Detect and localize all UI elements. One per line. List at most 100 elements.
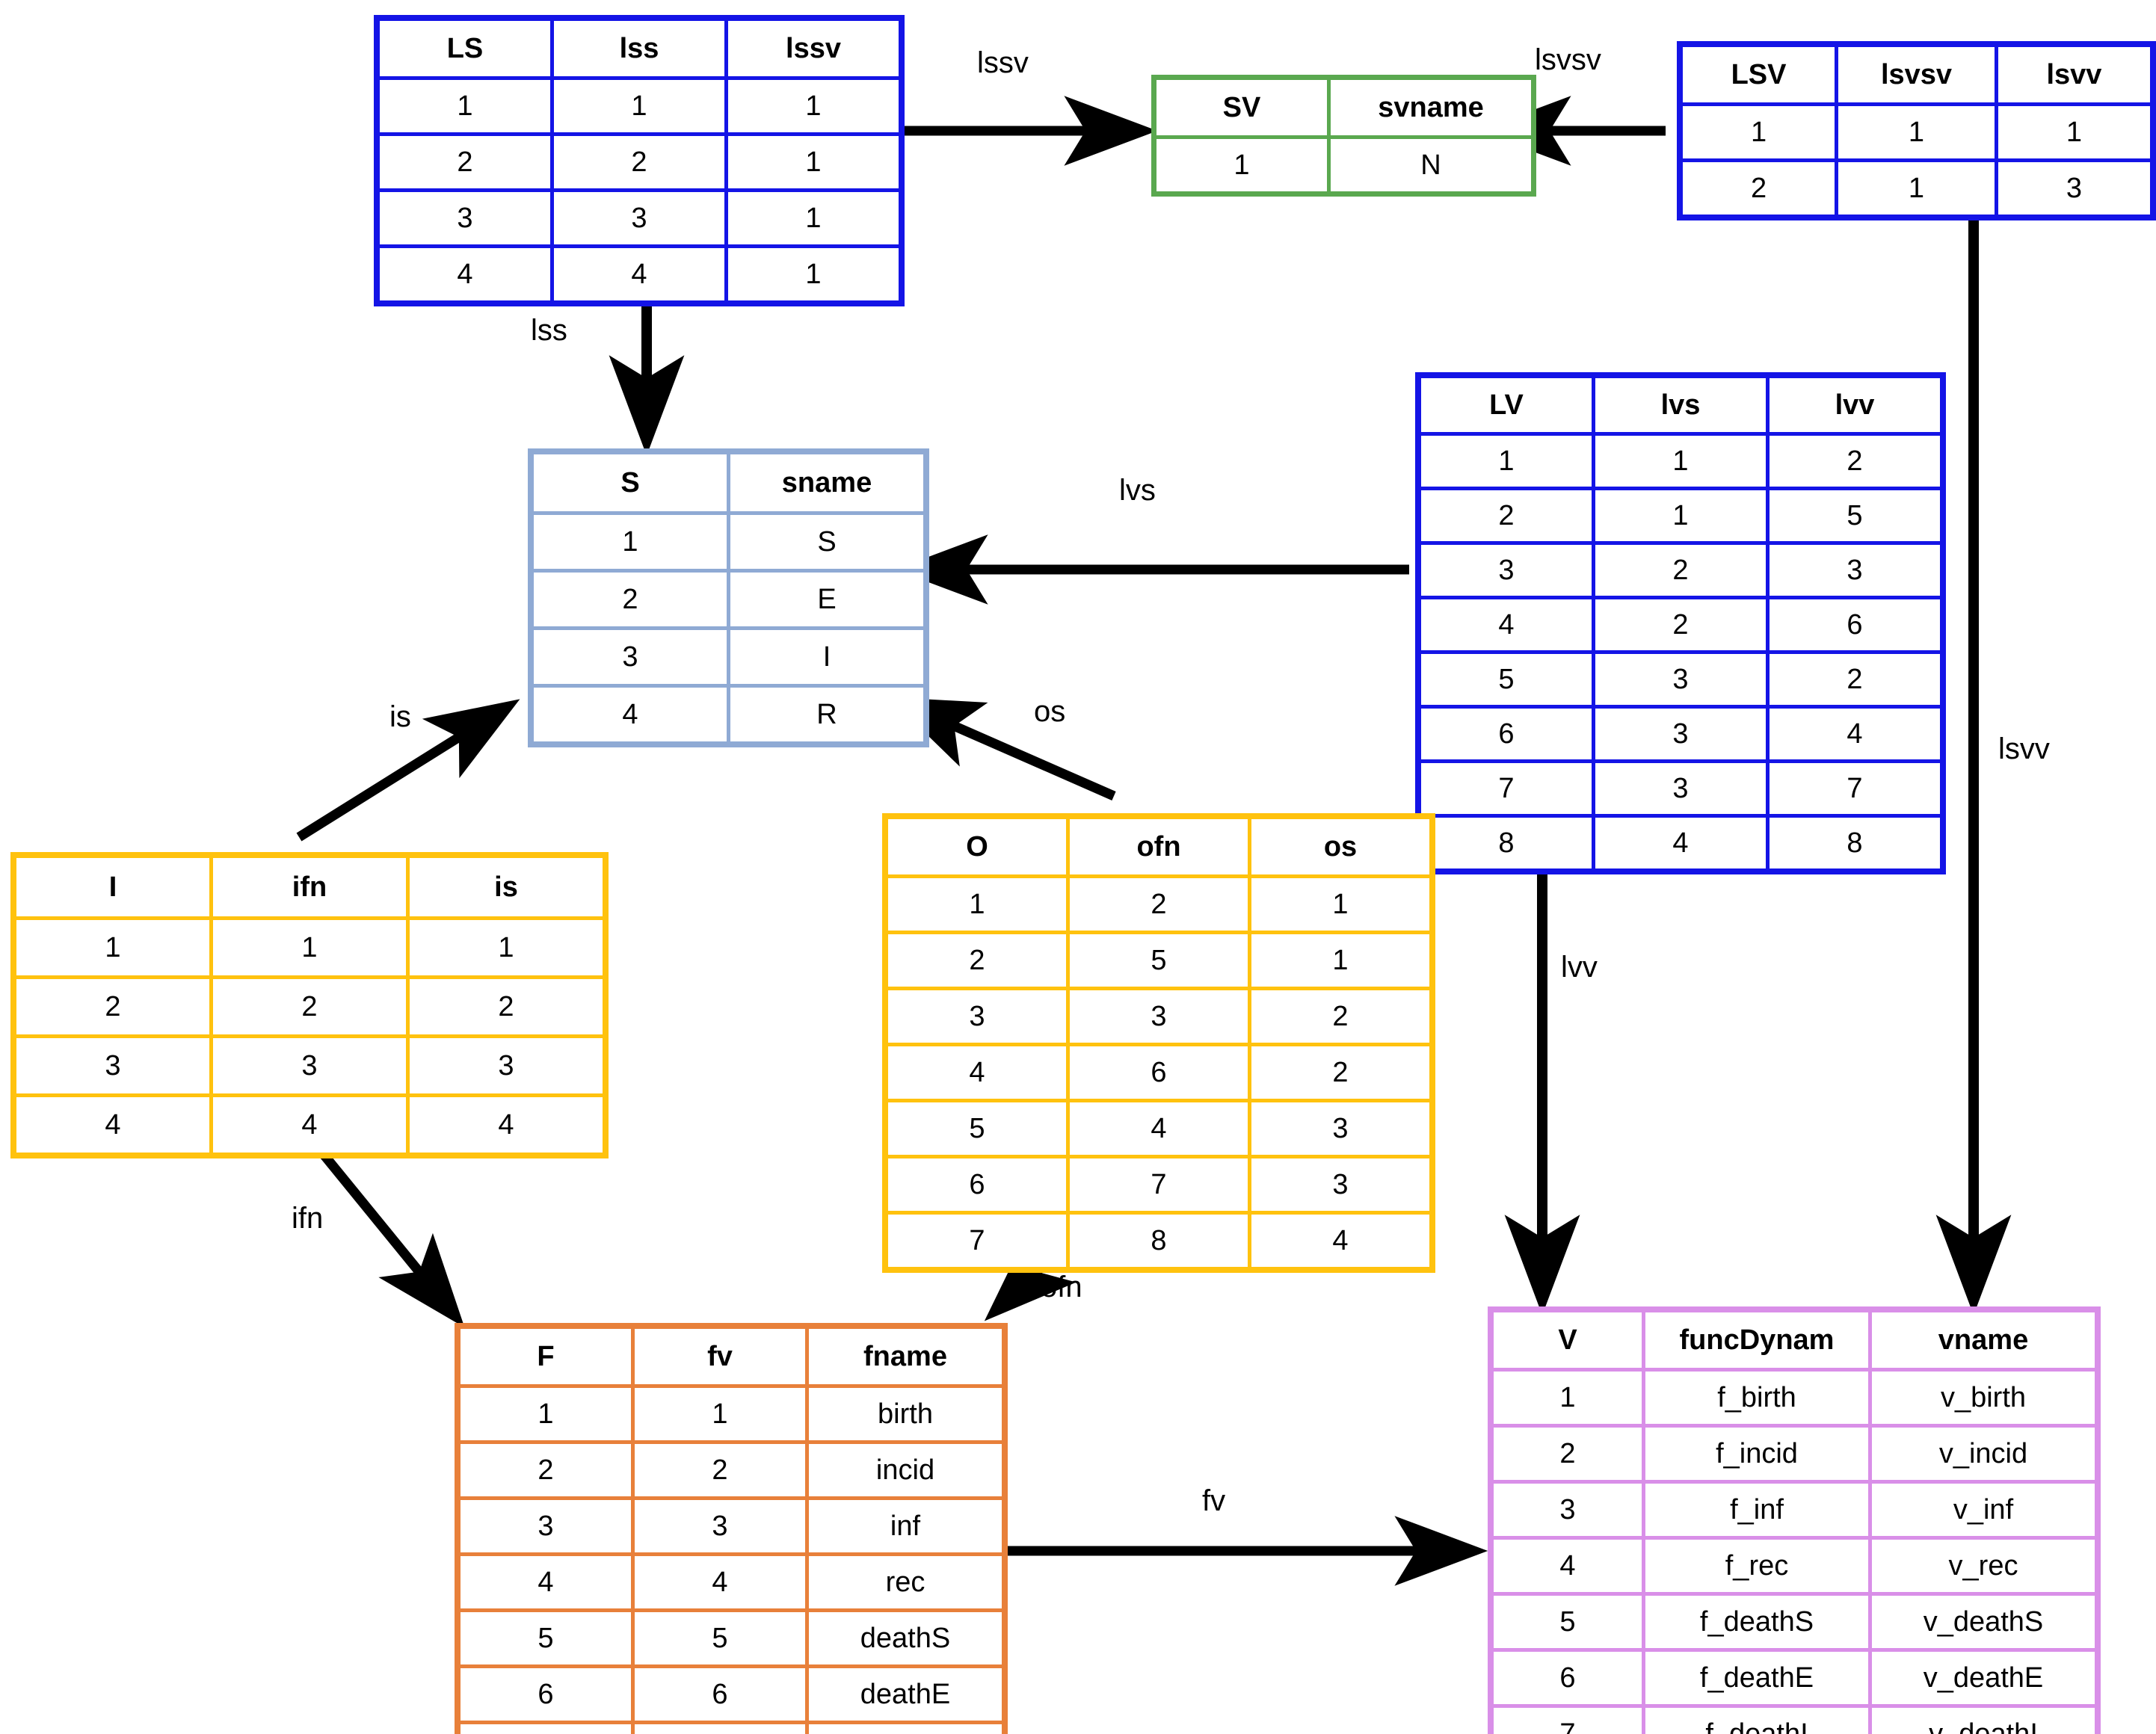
column-header: LSV — [1683, 47, 1839, 106]
table-cell: v_birth — [1872, 1372, 2095, 1428]
column-header: F — [461, 1329, 635, 1388]
table-cell: 7 — [461, 1724, 635, 1734]
table-cell: 2 — [1251, 990, 1429, 1046]
table-cell: 1 — [728, 248, 899, 300]
table-cell: N — [1331, 139, 1531, 191]
table-row[interactable]: 77deathI — [461, 1724, 1002, 1734]
table-cell: 4 — [1070, 1102, 1251, 1158]
table-cell: 2 — [410, 979, 603, 1038]
table-cell: 4 — [380, 248, 554, 300]
table-cell: 1 — [1838, 106, 1998, 162]
table-cell: inf — [809, 1500, 1002, 1556]
table-cell: 7 — [1421, 763, 1595, 818]
table-cell: deathE — [809, 1668, 1002, 1724]
column-header: lvv — [1770, 378, 1940, 436]
column-header: funcDynam — [1645, 1312, 1872, 1372]
column-header: I — [16, 858, 213, 920]
table-cell: 5 — [1421, 654, 1595, 709]
column-header: is — [410, 858, 603, 920]
table-cell: 2 — [1770, 654, 1940, 709]
table-cell: 5 — [635, 1612, 809, 1668]
table-cell: 1 — [461, 1388, 635, 1444]
table-cell: S — [730, 515, 923, 573]
table-cell: 1 — [1595, 490, 1770, 545]
table-cell: 2 — [1683, 162, 1839, 215]
table-cell: 1 — [1251, 878, 1429, 934]
table-cell: 1 — [728, 80, 899, 136]
column-header: vname — [1872, 1312, 2095, 1372]
table-cell: 3 — [1595, 654, 1770, 709]
table-cell: 3 — [461, 1500, 635, 1556]
table-cell: 1 — [728, 192, 899, 248]
column-header: os — [1251, 819, 1429, 878]
table-cell: 1 — [1595, 436, 1770, 490]
table-cell: f_rec — [1645, 1540, 1872, 1596]
table-cell: 3 — [16, 1038, 213, 1097]
column-header: S — [534, 454, 730, 515]
table-cell: 4 — [1421, 599, 1595, 654]
table-cell: 1 — [888, 878, 1070, 934]
table-cell: f_deathI — [1645, 1708, 1872, 1734]
table-cell: 6 — [1070, 1046, 1251, 1102]
table-cell: deathI — [809, 1724, 1002, 1734]
table-cell: 2 — [213, 979, 410, 1038]
column-header: lssv — [728, 21, 899, 80]
